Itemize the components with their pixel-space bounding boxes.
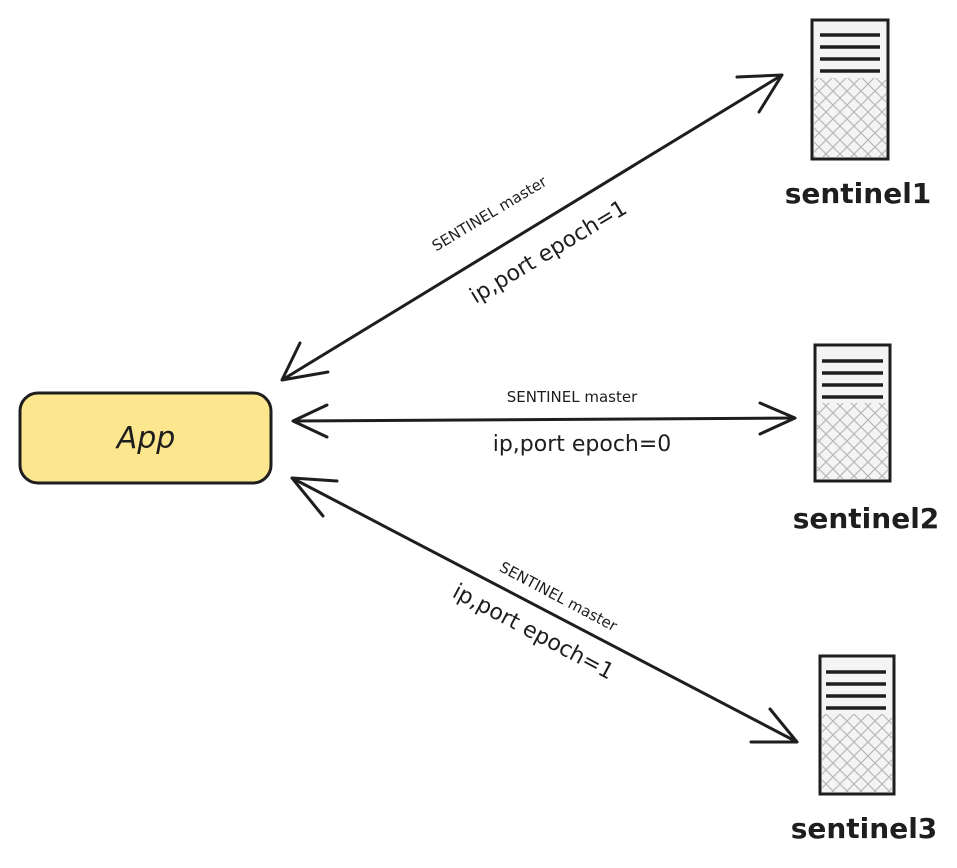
server-label: sentinel2 <box>793 502 940 535</box>
link-reply-label: ip,port epoch=1 <box>448 579 617 685</box>
link-command-label: SENTINEL master <box>507 388 638 406</box>
arrowhead-icon <box>290 476 339 518</box>
link-sentinel1: SENTINEL master ip,port epoch=1 <box>280 73 784 382</box>
arrowhead-icon <box>280 341 330 382</box>
arrowhead-icon <box>735 73 784 114</box>
link-sentinel2: SENTINEL master ip,port epoch=0 <box>291 388 797 457</box>
arrowhead-icon <box>749 707 799 744</box>
app-node[interactable]: App <box>18 391 273 485</box>
arrowhead-icon <box>758 401 797 436</box>
app-label: App <box>115 421 176 456</box>
link-command-label: SENTINEL master <box>429 172 551 255</box>
double-arrow-line <box>281 73 783 382</box>
link-reply-label: ip,port epoch=0 <box>493 432 672 457</box>
server-label: sentinel1 <box>785 177 932 210</box>
link-sentinel3: SENTINEL master ip,port epoch=1 <box>290 476 799 744</box>
double-arrow-line <box>291 476 798 744</box>
server-sentinel2[interactable]: sentinel2 <box>793 343 940 535</box>
arrowhead-icon <box>291 403 329 439</box>
server-sentinel3[interactable]: sentinel3 <box>791 654 938 845</box>
server-label: sentinel3 <box>791 812 938 845</box>
server-sentinel1[interactable]: sentinel1 <box>785 18 932 210</box>
double-arrow-line <box>292 416 796 423</box>
